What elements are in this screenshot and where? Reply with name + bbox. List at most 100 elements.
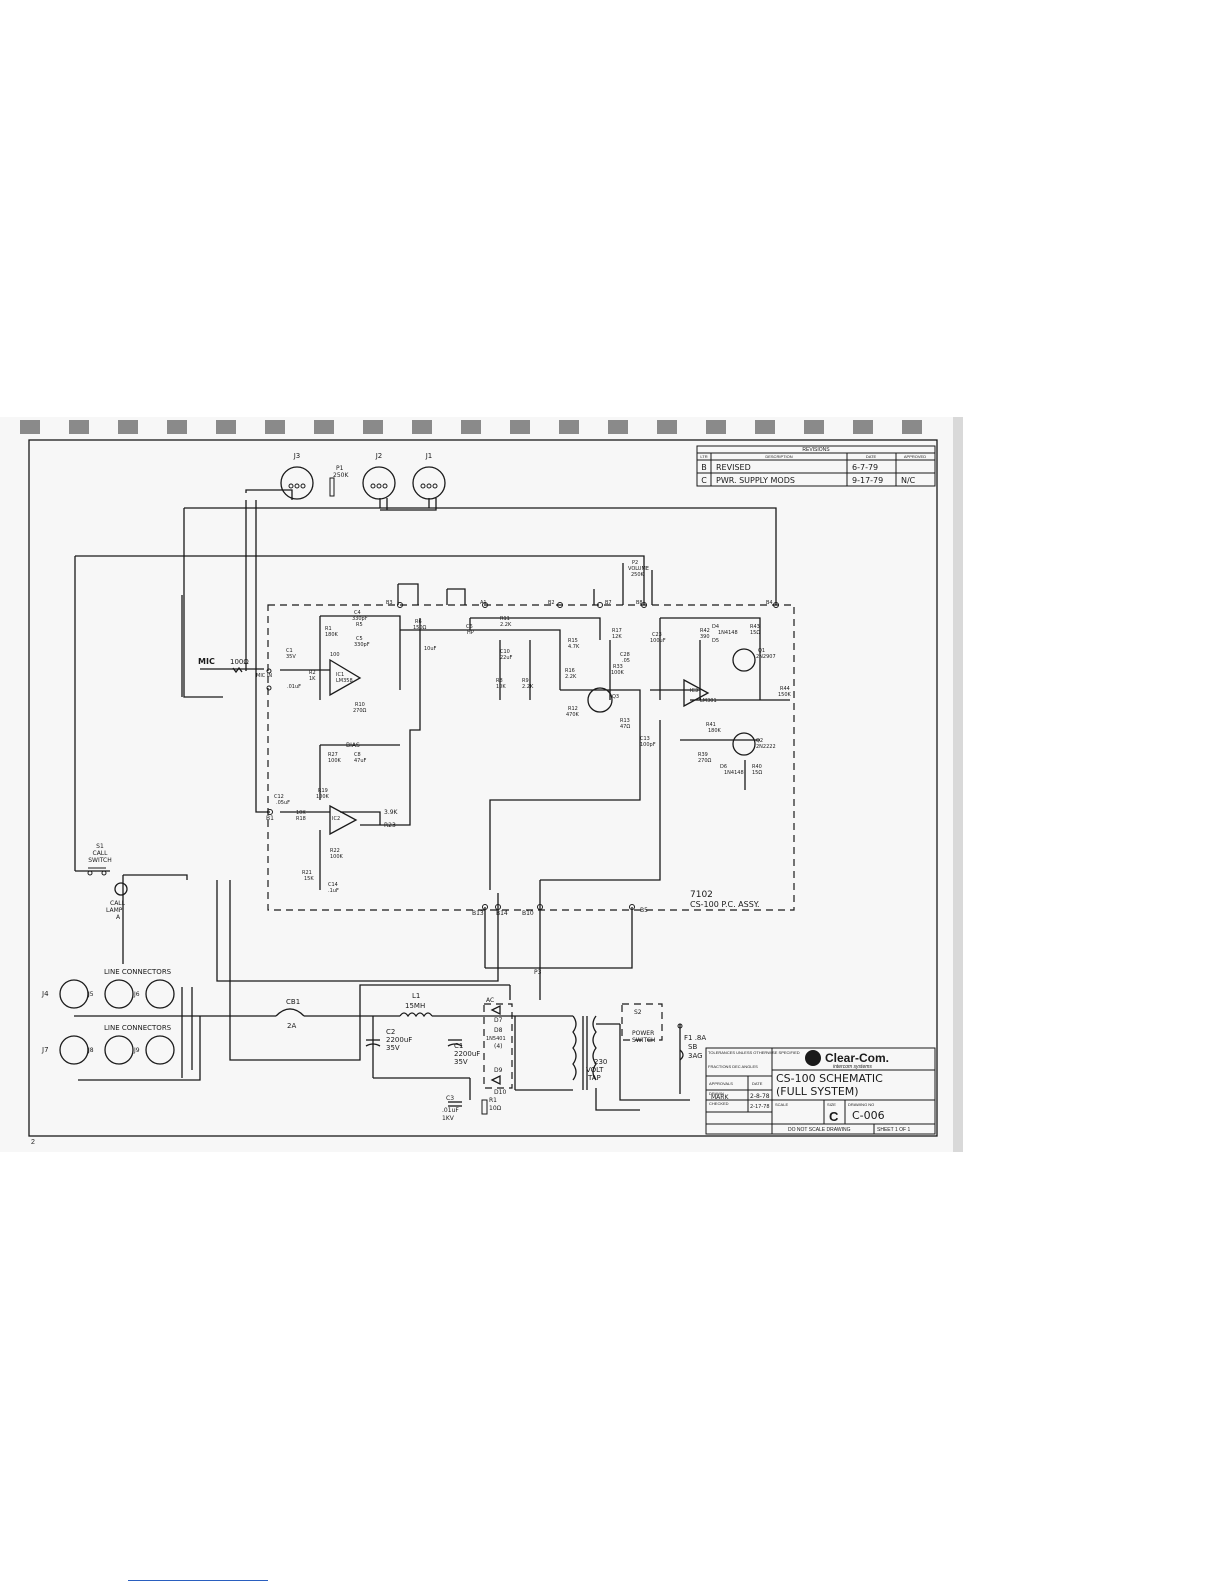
rev-c-desc: PWR. SUPPLY MODS — [716, 476, 795, 485]
binding-holes — [20, 420, 922, 434]
q1-label: Q1 — [758, 648, 765, 654]
r21-value: 15K — [304, 876, 314, 882]
r8-value: 10K — [496, 684, 506, 690]
drawing-no: C-006 — [852, 1109, 885, 1122]
c5-value: 330pF — [354, 642, 370, 648]
r23-value: 3.9K — [384, 809, 399, 816]
ic1-label: IC1 — [336, 672, 344, 678]
r9-value: 2.2K — [522, 684, 534, 690]
r40-value: 15Ω — [752, 770, 762, 776]
r44-value: 150K — [778, 692, 792, 698]
r41-value: 180K — [708, 728, 722, 734]
lamp-label: LAMP — [106, 907, 123, 914]
c1-label: C1 — [454, 1042, 463, 1050]
f1-3ag: 3AG — [688, 1052, 703, 1060]
q2-type: 2N2222 — [756, 744, 776, 750]
col-ltr: LTR — [700, 454, 707, 459]
j2-label: J2 — [375, 452, 383, 460]
pad-b1: B1 — [266, 815, 274, 822]
c13-value: 100pF — [640, 742, 656, 748]
r18-label: R18 — [296, 816, 306, 822]
r40-label: R40 — [752, 764, 762, 770]
r21-label: R21 — [302, 870, 312, 876]
r13-value: 47Ω — [620, 724, 630, 730]
pad-b8: B8 — [636, 600, 643, 606]
col-description: DESCRIPTION — [765, 454, 792, 459]
line-connectors-bottom: LINE CONNECTORS — [104, 1024, 172, 1032]
c5-label: C5 — [356, 636, 363, 642]
binding-hole — [461, 420, 481, 434]
c8-label: C8 — [354, 752, 361, 758]
pad-b14: B14 — [496, 910, 508, 917]
drawing-no-label: DRAWING NO — [848, 1102, 874, 1107]
call-switch: S1 CALL SWITCH — [87, 843, 112, 876]
mic-label: MIC — [198, 657, 215, 666]
col-date: DATE — [866, 454, 877, 459]
pad-b2: B2 — [548, 600, 555, 606]
checked-label: CHECKED — [709, 1101, 729, 1106]
binding-hole — [363, 420, 383, 434]
r27-value: 100K — [328, 758, 342, 764]
c2-value: 2200uF — [386, 1036, 412, 1044]
tap-tap: TAP — [587, 1074, 601, 1082]
size-value: C — [829, 1109, 839, 1124]
c2-label: C2 — [386, 1028, 395, 1036]
size-label: SIZE — [827, 1102, 836, 1107]
c3-label: C3 — [446, 1095, 454, 1102]
l1-label: L1 — [412, 992, 420, 1000]
r23-label: R23 — [384, 822, 396, 829]
drawn-by: MARK — [711, 1094, 729, 1101]
binding-hole — [118, 420, 138, 434]
c14-label: C14 — [328, 882, 338, 888]
power-switch-label: POWER — [632, 1030, 654, 1037]
c23-label: C23 — [652, 632, 662, 638]
fractions-label: FRACTIONS DEC ANGLES — [708, 1064, 758, 1069]
f1-sb: SB — [688, 1043, 697, 1051]
p1-label: P1 — [336, 465, 344, 472]
c1-label: C1 — [286, 648, 293, 654]
scan-background — [0, 417, 963, 1152]
diode-type: 1N5401 — [486, 1036, 506, 1042]
c3-voltage: 1KV — [442, 1115, 455, 1122]
diode-count: (4) — [494, 1043, 503, 1050]
call-lamp-label: CALL — [110, 900, 126, 907]
r15-value: 4.7K — [568, 644, 580, 650]
d6-type: 1N4148 — [724, 770, 744, 776]
r16-value: 2.2K — [565, 674, 577, 680]
f1-label: F1 .8A — [684, 1034, 706, 1042]
binding-hole — [216, 420, 236, 434]
c7-value: 10uF — [424, 646, 437, 652]
binding-hole — [853, 420, 873, 434]
r33-label: R33 — [613, 664, 623, 670]
drawing-title-line1: CS-100 SCHEMATIC — [776, 1072, 883, 1085]
pad-b5: B5 — [640, 907, 648, 914]
r2-label: R2 — [309, 670, 316, 676]
c4-value: 330pF — [352, 616, 368, 622]
d4-label: D4 — [712, 624, 719, 630]
r5-label: R5 — [356, 622, 363, 628]
rev-b-date: 6-7-79 — [852, 463, 878, 472]
r1-label: R1 — [325, 626, 332, 632]
d8-label: D8 — [494, 1027, 503, 1034]
binding-hole — [265, 420, 285, 434]
d9-label: D9 — [494, 1067, 503, 1074]
switch-label: SWITCH — [88, 857, 112, 864]
r10-label: R10 — [355, 702, 365, 708]
binding-hole — [412, 420, 432, 434]
ic1-type: LM358 — [336, 678, 353, 684]
drawn-date: 2-8-78 — [750, 1093, 770, 1100]
r33-value: 100K — [611, 670, 625, 676]
revisions-header: REVISIONS — [802, 447, 830, 453]
j5-label: J5 — [87, 991, 94, 998]
c8-value: 47uF — [354, 758, 367, 764]
pad-b3: B3 — [386, 600, 393, 606]
pad-b4: B4 — [766, 600, 773, 606]
jack-j3: J3 — [280, 452, 314, 500]
binding-hole — [608, 420, 628, 434]
cb1-value: 2A — [287, 1022, 296, 1030]
r17-value: 12K — [612, 634, 622, 640]
r22-value: 100K — [330, 854, 344, 860]
board-wiring — [280, 615, 790, 890]
cb1-label: CB1 — [286, 998, 300, 1006]
pc-board-outline — [267, 604, 795, 911]
